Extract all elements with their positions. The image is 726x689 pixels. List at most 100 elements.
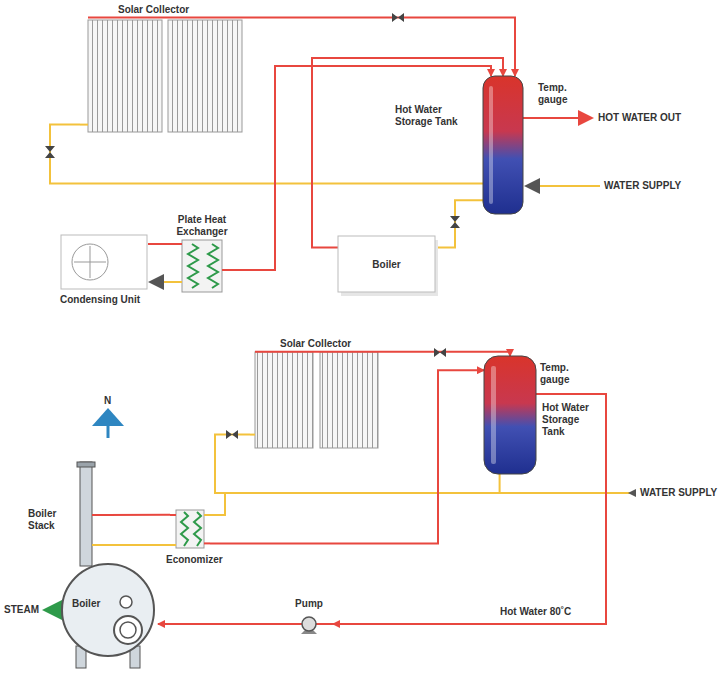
illustration-part bbox=[72, 244, 108, 280]
storage-tank-shape bbox=[484, 356, 536, 474]
outlet-label: HOT WATER OUT bbox=[598, 112, 681, 124]
illustration-part bbox=[392, 13, 404, 22]
illustration-part bbox=[120, 596, 132, 608]
illustration-part bbox=[491, 366, 496, 464]
gauge-label: Temp. gauge bbox=[538, 82, 578, 106]
illustration-part bbox=[88, 20, 162, 132]
node-label: Plate Heat Exchanger bbox=[168, 214, 236, 238]
illustration-part bbox=[255, 351, 385, 353]
pipe-connector bbox=[245, 17, 515, 76]
node-label: Boiler bbox=[338, 259, 435, 271]
illustration-part bbox=[204, 514, 210, 516]
illustration-part bbox=[107, 426, 110, 438]
illustration-part bbox=[74, 262, 106, 263]
economizer-feed-pipe bbox=[210, 493, 225, 515]
illustration-part bbox=[338, 236, 435, 292]
economizer-shape bbox=[170, 506, 210, 550]
pipe-connector bbox=[158, 623, 285, 625]
water-supply-pipe bbox=[500, 492, 636, 494]
illustration-part bbox=[255, 352, 313, 448]
illustration-part bbox=[62, 564, 154, 656]
illustration-part bbox=[484, 356, 536, 474]
storage-tank: Hot Water Storage Tank bbox=[484, 356, 536, 474]
illustration-part bbox=[170, 514, 176, 516]
illustration-part bbox=[170, 544, 176, 546]
illustration-part bbox=[77, 462, 95, 467]
pipe-connector bbox=[312, 58, 503, 248]
steam-boiler-shape bbox=[58, 558, 158, 668]
illustration-part bbox=[114, 616, 142, 644]
pipe-connector bbox=[50, 125, 483, 184]
node-label: Boiler Stack bbox=[28, 508, 74, 532]
illustration-part bbox=[226, 430, 238, 439]
node-label: Solar Collector bbox=[280, 338, 351, 350]
illustration-part bbox=[168, 20, 242, 132]
pipe-connector bbox=[148, 243, 168, 245]
stack-pipe bbox=[106, 544, 170, 546]
solar-collector: Solar Collector bbox=[80, 4, 245, 138]
condensing-unit: Condensing Unit bbox=[60, 234, 148, 290]
illustration-part bbox=[80, 462, 92, 566]
illustration-part bbox=[204, 542, 210, 544]
illustration-part bbox=[80, 124, 88, 126]
solar-collector: Solar Collector bbox=[250, 338, 385, 453]
boiler-stack: Boiler Stack bbox=[28, 462, 106, 558]
water-supply-arrowhead bbox=[628, 489, 636, 497]
water-supply-arrow bbox=[528, 185, 600, 187]
pipe-connector bbox=[438, 200, 483, 247]
illustration-part bbox=[302, 617, 316, 631]
illustration-part bbox=[61, 235, 147, 289]
illustration-part bbox=[489, 86, 493, 204]
inlet-label: WATER SUPPLY bbox=[640, 487, 717, 499]
temperature-label: Hot Water 80˚C bbox=[500, 606, 571, 618]
illustration-part bbox=[176, 510, 204, 548]
illustration-part bbox=[450, 216, 460, 228]
pump: Pump bbox=[285, 598, 333, 638]
illustration-part bbox=[92, 544, 106, 546]
plate-heat-exchanger: Plate Heat Exchanger bbox=[168, 214, 236, 294]
steam-label: STEAM bbox=[4, 604, 39, 616]
node-label: Condensing Unit bbox=[60, 294, 140, 306]
hot-water-out-arrow bbox=[523, 117, 590, 119]
gauge-label: Temp. gauge bbox=[540, 362, 580, 386]
node-label: Economizer bbox=[166, 554, 223, 566]
node-label: Boiler bbox=[72, 598, 100, 610]
illustration-part bbox=[120, 622, 136, 638]
illustration-part bbox=[188, 244, 198, 288]
illustration-part bbox=[250, 434, 255, 436]
steam-arrow bbox=[48, 609, 60, 612]
illustration-part bbox=[182, 240, 222, 292]
north-arrow bbox=[92, 408, 124, 438]
illustration-part bbox=[181, 512, 188, 546]
valve-symbol bbox=[45, 13, 460, 439]
illustration-part bbox=[194, 512, 201, 546]
pipe-connector bbox=[385, 352, 510, 356]
illustration-part bbox=[483, 76, 523, 214]
economizer: Economizer bbox=[170, 506, 210, 550]
node-label: Hot Water Storage Tank bbox=[542, 402, 592, 438]
illustration-part bbox=[45, 146, 55, 158]
storage-tank-shape bbox=[483, 76, 523, 214]
storage-tank: Hot Water Storage Tank bbox=[483, 76, 523, 214]
illustration-part bbox=[92, 514, 106, 516]
boiler-box: Boiler bbox=[338, 236, 438, 294]
pipe-connector bbox=[106, 514, 170, 516]
illustration-part bbox=[92, 408, 124, 426]
illustration-part bbox=[285, 623, 302, 625]
return-pipe bbox=[152, 281, 168, 283]
node-label: Pump bbox=[285, 598, 333, 610]
steam-boiler: Boiler bbox=[58, 558, 158, 668]
illustration-part bbox=[434, 348, 446, 357]
solar-collector-shape bbox=[80, 4, 245, 138]
node-label: Hot Water Storage Tank bbox=[395, 104, 477, 128]
illustration-part bbox=[168, 243, 182, 245]
solar-collector-shape bbox=[250, 338, 385, 453]
illustration-part bbox=[208, 244, 218, 288]
illustration-part bbox=[88, 16, 245, 18]
illustration-part bbox=[316, 623, 333, 625]
node-label: Solar Collector bbox=[118, 4, 189, 16]
condensing-unit-shape bbox=[60, 234, 148, 290]
illustration-part bbox=[168, 281, 182, 283]
illustration-part bbox=[320, 352, 378, 448]
